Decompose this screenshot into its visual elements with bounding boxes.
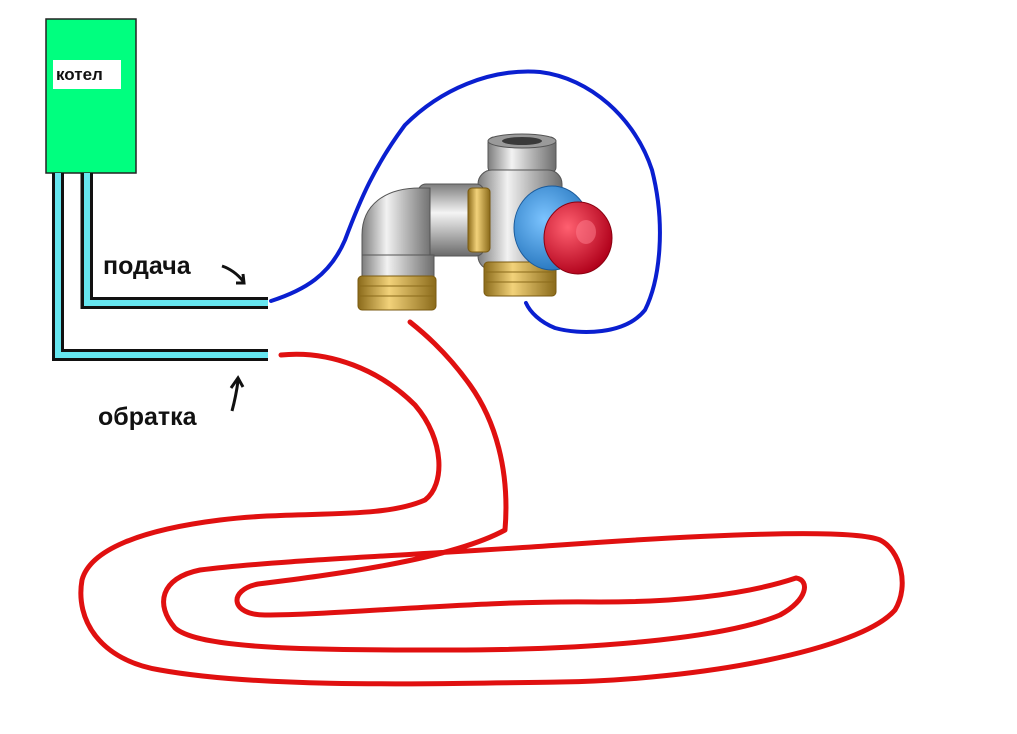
supply-label: подача [103,252,192,280]
return-loop-line [78,319,905,687]
return-label: обратка [98,403,198,431]
supply-loop-line [269,69,662,334]
supply-arrow-icon [221,264,246,285]
supply-pipe [80,173,268,309]
boiler-label-box [53,60,121,89]
thermostatic-mixing-valve-icon [357,133,613,311]
return-arrow-icon [229,375,245,412]
return-pipe [52,173,268,361]
boiler-label: котел [56,65,103,84]
boiler: котел [45,18,137,174]
